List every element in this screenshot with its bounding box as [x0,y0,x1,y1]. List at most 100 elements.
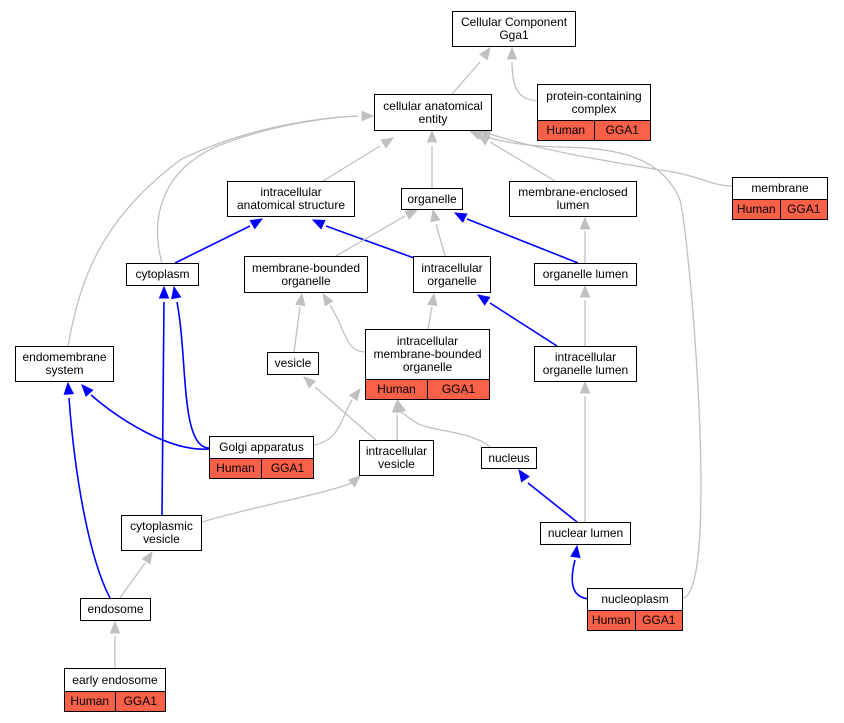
arrowhead-icon [63,381,74,395]
part-of-edge [161,301,165,516]
node-label: vesicle [268,353,318,374]
is-a-edge [400,411,491,448]
arrowhead-icon [426,129,438,143]
node-endosome[interactable]: endosome [80,598,151,621]
arrowhead-icon [479,46,491,61]
node-label-line: membrane-enclosed [518,185,628,199]
node-label-line: Golgi apparatus [219,440,304,454]
node-label-line: cytoplasm [135,267,190,281]
node-label-line: endosome [87,602,144,616]
part-of-edge [90,394,210,450]
is-a-edge [335,215,406,257]
node-nuclear-lumen[interactable]: nuclear lumen [540,522,631,545]
arrowhead-icon [380,137,395,149]
node-organelle-lumen[interactable]: organelle lumen [534,263,637,286]
node-nucleus[interactable]: nucleus [481,447,537,469]
node-label-line: system [45,363,84,377]
annotation-species: Human [591,613,631,627]
arrowhead-icon [579,216,591,230]
node-label-line: cytoplasmic [130,519,193,533]
node-vesicle[interactable]: vesicle [267,352,319,375]
is-a-edge [67,115,359,347]
arrowhead-icon [81,384,94,398]
node-label-line: intracellular [421,260,483,275]
node-label-line: Cellular Component [460,15,568,29]
arrowhead-icon [322,292,334,307]
node-label-line: protein-containing [546,88,642,103]
annotation-species: Human [736,202,776,216]
is-a-edge [119,562,146,599]
node-label-line: vesicle [143,532,180,546]
arrowhead-icon [158,285,170,299]
part-of-edge [466,218,579,264]
node-cytoplasm[interactable]: cytoplasm [126,263,199,286]
arrowhead-icon [579,284,591,298]
node-label: early endosome [65,669,165,691]
is-a-edge [489,133,733,187]
node-label-line: anatomical structure [236,198,346,212]
arrowhead-icon [303,376,317,389]
node-label-line: lumen [556,198,590,212]
arrowhead-icon [361,110,375,122]
node-label-line: endomembrane [22,350,107,364]
part-of-edge [571,559,591,600]
node-label-line: intracellular [260,185,322,199]
part-of-edge [174,225,251,264]
node-label-line: intracellular [396,334,459,348]
arrowhead-icon [249,218,264,230]
node-label-line: vesicle [378,457,415,471]
arrowhead-icon [395,399,407,414]
part-of-edge [527,482,578,523]
arrowhead-icon [427,292,438,307]
node-label-line: nucleus [488,450,530,465]
arrowhead-icon [404,209,419,220]
node-label: organelle [402,189,462,209]
node-organelle[interactable]: organelle [401,188,463,210]
part-of-edge [325,225,415,259]
part-of-edge [489,302,558,347]
is-a-edge [293,306,301,353]
annotation-species: Human [70,694,110,708]
arrowhead-icon [348,387,361,402]
node-label-line: Gga1 [499,28,529,42]
arrowhead-icon [579,380,591,394]
node-label-line: organelle [281,273,331,288]
is-a-edge [314,386,377,441]
node-label-line: cellular anatomical [383,98,483,113]
node-label-line: organelle [402,360,453,374]
annotation-gene: GGA1 [634,611,683,630]
is-a-edge [313,399,353,446]
node-label: Golgi apparatus [210,437,313,458]
node-label-line: membrane [751,181,809,195]
is-a-edge [435,223,446,257]
arrowhead-icon [453,212,468,223]
annotation-species: Human [377,382,416,396]
annotation-species: Human [216,461,255,475]
annotation-gene: GGA1 [779,200,828,219]
